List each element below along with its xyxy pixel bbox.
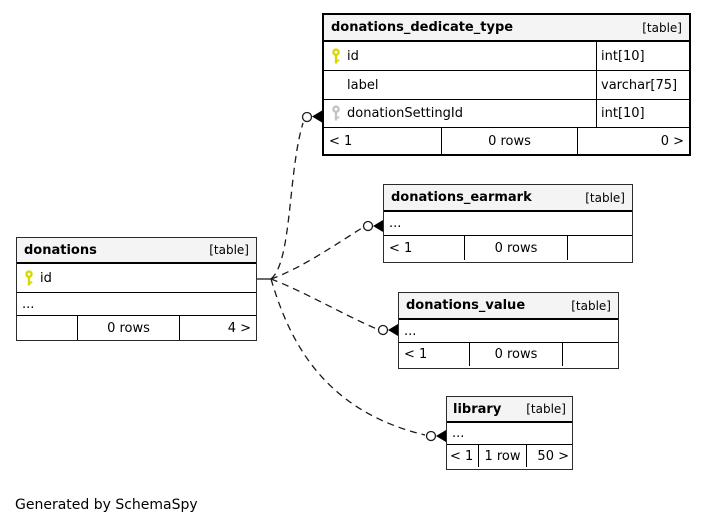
pager-rowcount: 0 rows xyxy=(470,343,563,366)
columns-ellipsis: ... xyxy=(384,212,632,236)
edge-donations-value xyxy=(270,278,378,330)
edge-donations-earmark xyxy=(270,227,363,280)
pager: < 1 0 rows xyxy=(384,236,632,260)
pager-prev: < 1 xyxy=(324,128,442,154)
column-row-donationsettingid[interactable]: donationSettingId int[10] xyxy=(324,100,689,128)
table-donations[interactable]: donations [table] id ... 0 rows 4 > xyxy=(16,237,257,341)
column-row-id[interactable]: id int[10] xyxy=(324,42,689,71)
table-name[interactable]: donations_earmark xyxy=(391,190,532,205)
primary-key-icon xyxy=(17,269,40,287)
table-header[interactable]: donations_earmark [table] xyxy=(384,185,632,212)
table-tag: [table] xyxy=(526,402,566,416)
table-name[interactable]: donations_dedicate_type xyxy=(331,20,514,35)
column-type: int[10] xyxy=(596,100,689,127)
pager-prev: < 1 xyxy=(447,445,479,467)
column-type: varchar[75] xyxy=(596,71,689,99)
pager-rowcount: 0 rows xyxy=(78,316,180,340)
pager: < 1 0 rows xyxy=(399,343,618,366)
table-name[interactable]: donations_value xyxy=(406,298,526,313)
column-name: label xyxy=(347,77,379,93)
pager-prev: < 1 xyxy=(384,236,465,260)
pager-prev: < 1 xyxy=(399,343,470,366)
pager: < 1 0 rows 0 > xyxy=(324,128,689,154)
column-type: int[10] xyxy=(596,42,689,70)
column-name: id xyxy=(40,270,52,286)
table-name[interactable]: library xyxy=(453,401,502,417)
table-header[interactable]: donations_dedicate_type [table] xyxy=(324,15,689,42)
table-donations-dedicate-type[interactable]: donations_dedicate_type [table] id int[1… xyxy=(322,13,691,156)
pager: < 1 1 row 50 > xyxy=(447,445,572,467)
edge-terminators xyxy=(301,110,446,442)
table-tag: [table] xyxy=(642,20,682,35)
pager-next: 50 > xyxy=(537,448,569,464)
column-name: id xyxy=(347,48,359,64)
table-tag: [table] xyxy=(585,190,625,205)
pager-next xyxy=(568,236,632,260)
foreign-key-icon xyxy=(324,105,347,122)
pager-rowcount: 1 row xyxy=(479,445,527,467)
pager-rowcount: 0 rows xyxy=(442,128,578,154)
primary-key-icon xyxy=(324,47,347,65)
pager-rowcount: 0 rows xyxy=(465,236,568,260)
pager-next xyxy=(563,343,618,366)
columns-ellipsis: ... xyxy=(447,423,572,445)
table-donations-value[interactable]: donations_value [table] ... < 1 0 rows xyxy=(398,292,619,369)
generated-by-note: Generated by SchemaSpy xyxy=(15,497,198,513)
pager-next: 0 > xyxy=(660,133,684,149)
table-library[interactable]: library [table] ... < 1 1 row 50 > xyxy=(446,396,573,470)
edge-donations-library xyxy=(270,278,426,436)
columns-ellipsis: ... xyxy=(399,320,618,343)
edge-donations-dedicate-type xyxy=(270,122,304,280)
table-name[interactable]: donations xyxy=(24,242,97,258)
table-tag: [table] xyxy=(571,298,611,313)
table-tag: [table] xyxy=(209,243,249,257)
table-donations-earmark[interactable]: donations_earmark [table] ... < 1 0 rows xyxy=(383,184,633,263)
pager: 0 rows 4 > xyxy=(17,316,256,340)
table-header[interactable]: donations_value [table] xyxy=(399,293,618,320)
columns-ellipsis: ... xyxy=(17,293,256,316)
pager-next: 4 > xyxy=(227,320,251,336)
column-row-id[interactable]: id xyxy=(17,264,256,293)
column-name: donationSettingId xyxy=(347,106,463,121)
table-header[interactable]: library [table] xyxy=(447,397,572,423)
pager-prev xyxy=(17,316,78,340)
table-header[interactable]: donations [table] xyxy=(17,238,256,264)
column-row-label[interactable]: label varchar[75] xyxy=(324,71,689,100)
